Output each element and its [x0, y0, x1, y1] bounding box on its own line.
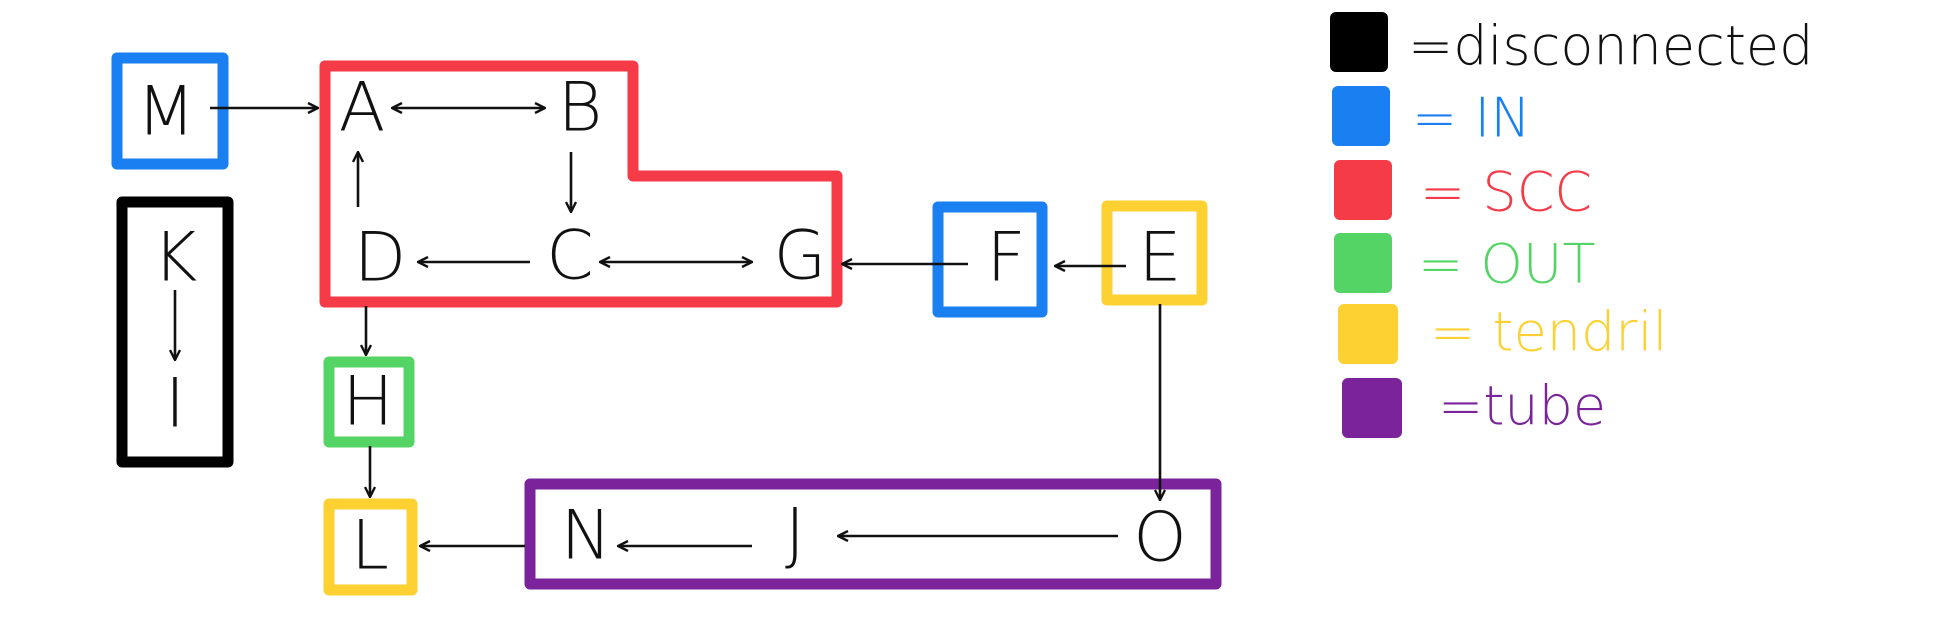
- node-m: M: [137, 73, 196, 152]
- legend-swatch-tube: [1342, 378, 1402, 438]
- node-c: C: [546, 217, 593, 296]
- legend-label-in: = IN: [1412, 87, 1531, 150]
- node-o: O: [1133, 499, 1187, 578]
- legend-swatch-disconnected: [1330, 12, 1388, 72]
- tendril-box-e: [1101, 200, 1208, 306]
- legend: =disconnected = IN = SCC = OUT = tendril…: [1330, 12, 1813, 438]
- legend-swatch-scc: [1334, 160, 1392, 220]
- legend-swatch-tendril: [1338, 304, 1398, 364]
- legend-label-disconnected: =disconnected: [1408, 15, 1813, 78]
- tube-box: [524, 478, 1222, 590]
- node-j: J: [785, 495, 805, 574]
- node-h: H: [342, 363, 393, 442]
- legend-label-tendril: = tendril: [1430, 301, 1668, 364]
- node-i: I: [165, 365, 185, 444]
- node-b: B: [558, 69, 603, 148]
- in-box-f: [932, 201, 1048, 318]
- node-a: A: [339, 69, 386, 148]
- scc-region: [319, 60, 843, 308]
- tendril-box-l: [323, 498, 418, 596]
- legend-swatch-in: [1332, 86, 1390, 146]
- node-f: F: [986, 219, 1025, 298]
- legend-swatch-out: [1334, 233, 1392, 293]
- legend-label-scc: = SCC: [1420, 161, 1592, 224]
- node-n: N: [561, 497, 612, 576]
- out-box-h: [323, 356, 415, 448]
- legend-label-tube: =tube: [1438, 375, 1606, 438]
- node-k: K: [153, 219, 198, 298]
- disconnected-box-ki: [116, 196, 234, 468]
- node-g: G: [774, 217, 827, 296]
- legend-label-out: = OUT: [1418, 233, 1595, 296]
- node-l: L: [351, 507, 389, 586]
- node-e: E: [1139, 219, 1182, 298]
- in-box-m: [111, 52, 229, 170]
- node-d: D: [354, 219, 406, 298]
